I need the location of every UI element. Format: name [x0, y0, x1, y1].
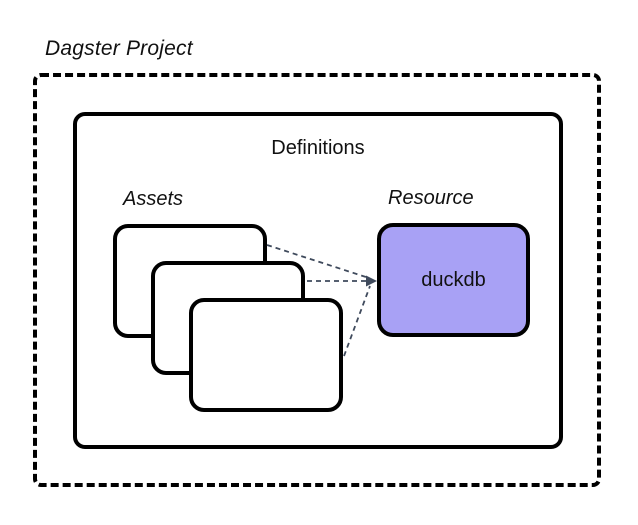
asset-card-3	[189, 298, 343, 412]
resource-group-label: Resource	[388, 187, 474, 209]
definitions-label: Definitions	[271, 137, 365, 159]
diagram-title: Dagster Project	[45, 37, 193, 60]
dagster-project-dashed-container	[33, 73, 601, 487]
resource-box-label: duckdb	[421, 268, 486, 291]
assets-group-label: Assets	[123, 188, 184, 210]
resource-box-duckdb: duckdb	[377, 223, 530, 337]
